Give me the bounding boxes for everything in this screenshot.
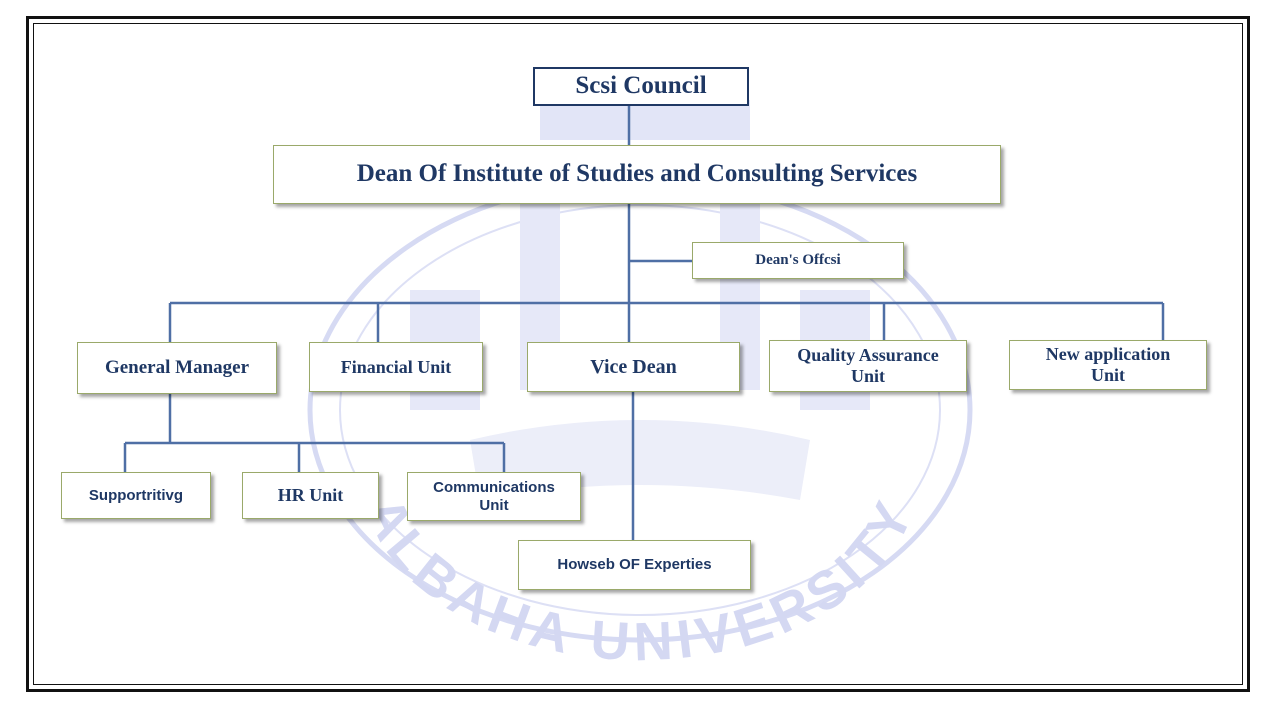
general-manager-box: General Manager: [77, 342, 277, 394]
dean-label: Dean Of Institute of Studies and Consult…: [356, 160, 918, 188]
house-of-expertise-box: Howseb OF Experties: [518, 540, 751, 590]
dean-box: Dean Of Institute of Studies and Consult…: [273, 145, 1001, 204]
supporting-box: Supportritivg: [61, 472, 211, 519]
deans-office-box: Dean's Offcsi: [692, 242, 904, 279]
communications-box: Communications Unit: [407, 472, 581, 521]
financial-unit-label: Financial Unit: [340, 356, 452, 377]
new-application-box: New application Unit: [1009, 340, 1207, 390]
vice-dean-label: Vice Dean: [590, 355, 677, 378]
communications-label: Communications Unit: [433, 479, 555, 514]
inner-frame: [33, 23, 1243, 685]
general-manager-label: General Manager: [104, 357, 250, 379]
deans-office-label: Dean's Offcsi: [755, 251, 841, 268]
financial-unit-box: Financial Unit: [309, 342, 483, 392]
vice-dean-box: Vice Dean: [527, 342, 740, 392]
hr-unit-box: HR Unit: [242, 472, 379, 519]
scsi-council-box: Scsi Council: [533, 67, 749, 106]
supporting-label: Supportritivg: [88, 486, 184, 504]
scsi-council-label: Scsi Council: [575, 72, 707, 100]
hr-unit-label: HR Unit: [277, 485, 344, 506]
quality-assurance-label: Quality Assurance Unit: [797, 345, 939, 386]
new-application-label: New application Unit: [1045, 344, 1171, 385]
quality-assurance-box: Quality Assurance Unit: [769, 340, 967, 392]
outer-frame: [26, 16, 1250, 692]
house-of-expertise-label: Howseb OF Experties: [557, 556, 712, 574]
